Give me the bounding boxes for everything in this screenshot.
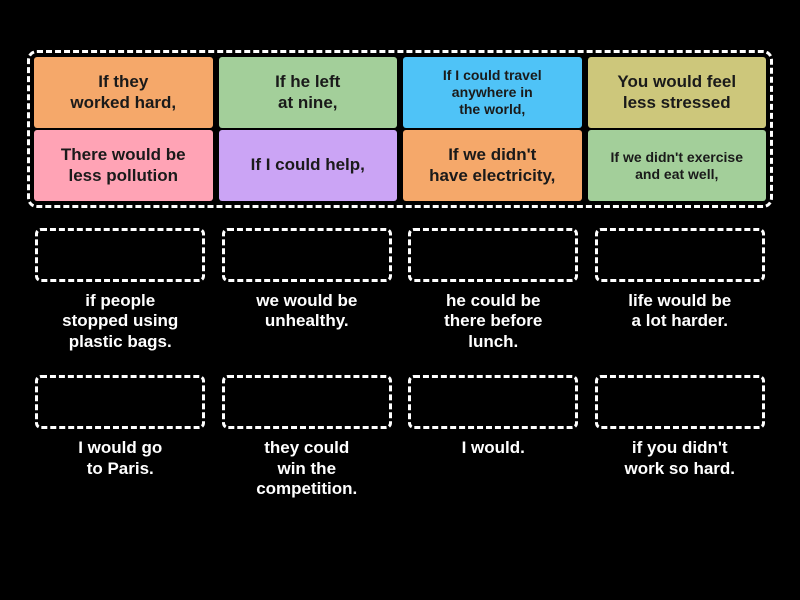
answer-cell: I would go to Paris. [27, 375, 214, 499]
answer-cell: he could be there before lunch. [400, 228, 587, 352]
answer-cell: life would be a lot harder. [587, 228, 774, 352]
draggable-tile[interactable]: If I could help, [218, 130, 397, 201]
drop-zone[interactable] [594, 228, 765, 282]
answer-label: I would. [461, 438, 525, 458]
draggable-tile[interactable]: If they worked hard, [34, 57, 213, 128]
draggable-tile[interactable]: You would feel less stressed [587, 57, 766, 128]
answer-row-1: if people stopped using plastic bags. we… [27, 228, 773, 352]
answer-row-2: I would go to Paris. they could win the … [27, 375, 773, 499]
drop-zone[interactable] [221, 375, 392, 430]
draggable-tile[interactable]: If I could travel anywhere in the world, [403, 57, 582, 128]
answer-label: they could win the competition. [256, 438, 358, 498]
answer-cell: we would be unhealthy. [214, 228, 401, 352]
tile-bank-row-1: If they worked hard, If he left at nine,… [34, 57, 766, 128]
answer-label: if people stopped using plastic bags. [62, 291, 179, 351]
drop-zone[interactable] [221, 228, 392, 282]
draggable-tile[interactable]: If we didn't have electricity, [403, 130, 582, 201]
draggable-tile[interactable]: There would be less pollution [34, 130, 213, 201]
answer-cell: if you didn't work so hard. [587, 375, 774, 499]
answer-label: we would be unhealthy. [256, 291, 358, 331]
answer-label: life would be a lot harder. [628, 291, 732, 331]
answer-label: I would go to Paris. [78, 438, 163, 478]
answer-grid: if people stopped using plastic bags. we… [27, 228, 773, 522]
answer-label: he could be there before lunch. [444, 291, 543, 351]
tile-bank: If they worked hard, If he left at nine,… [27, 50, 773, 208]
draggable-tile[interactable]: If he left at nine, [218, 57, 397, 128]
tile-bank-row-2: There would be less pollution If I could… [34, 130, 766, 201]
drop-zone[interactable] [408, 375, 579, 430]
drop-zone[interactable] [594, 375, 765, 430]
answer-cell: I would. [400, 375, 587, 499]
answer-label: if you didn't work so hard. [624, 438, 736, 478]
answer-cell: if people stopped using plastic bags. [27, 228, 214, 352]
draggable-tile[interactable]: If we didn't exercise and eat well, [587, 130, 766, 201]
drop-zone[interactable] [35, 228, 206, 282]
drop-zone[interactable] [35, 375, 206, 430]
drop-zone[interactable] [408, 228, 579, 282]
answer-cell: they could win the competition. [214, 375, 401, 499]
